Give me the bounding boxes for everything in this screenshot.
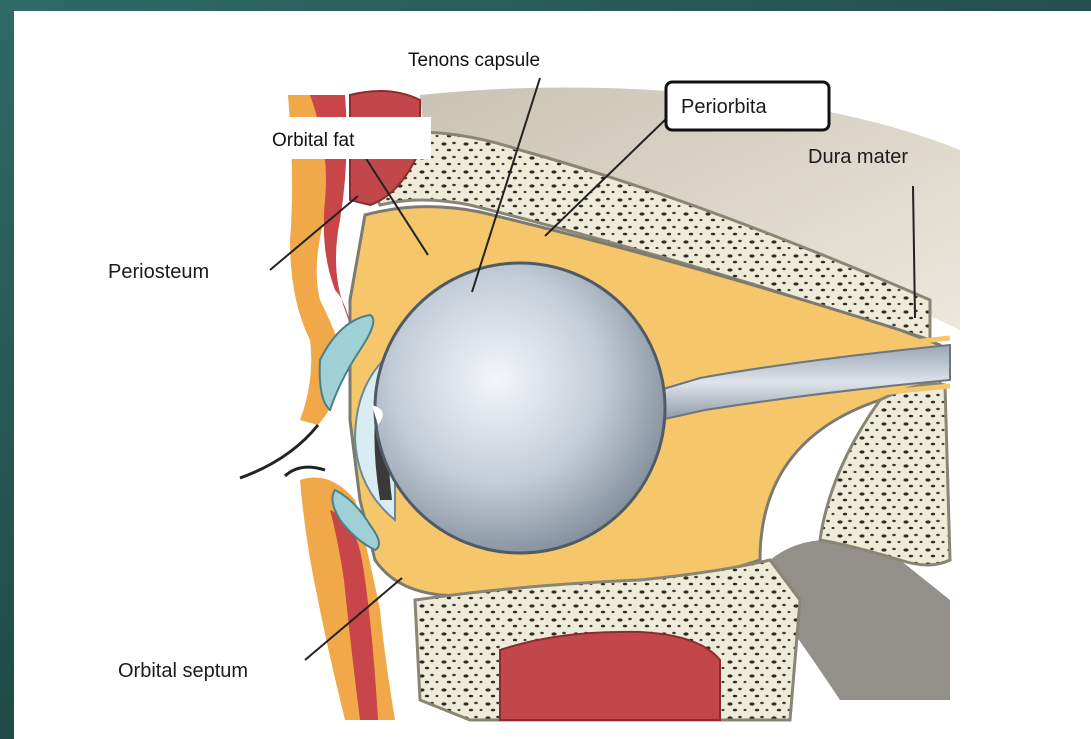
upper-eyelash <box>240 425 318 478</box>
slide-frame-left <box>0 0 14 739</box>
label-dura-mater: Dura mater <box>808 146 908 168</box>
label-periorbita: Periorbita <box>681 96 767 118</box>
label-orbital-fat: Orbital fat <box>272 130 355 151</box>
slide-frame-top <box>0 0 1091 11</box>
maxillary-sinus <box>500 632 720 720</box>
label-orbital-septum: Orbital septum <box>118 660 248 682</box>
lower-eyelash <box>285 467 325 476</box>
label-tenons-capsule: Tenons capsule <box>408 50 540 71</box>
orbit-anatomy-diagram: Tenons capsule Periorbita Orbital fat Du… <box>14 11 1091 739</box>
eyeball <box>375 263 665 553</box>
diagram-canvas: Tenons capsule Periorbita Orbital fat Du… <box>14 11 1091 739</box>
label-periosteum: Periosteum <box>108 261 209 283</box>
